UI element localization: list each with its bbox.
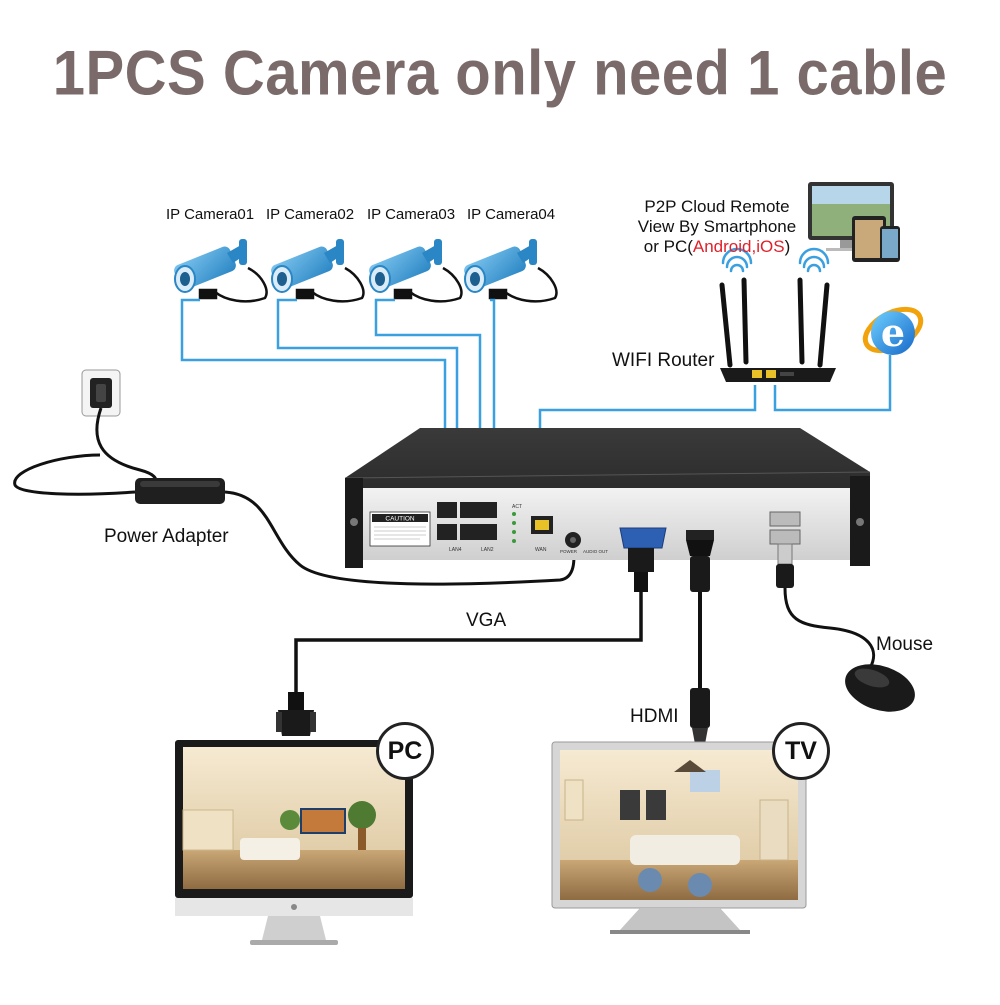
mouse-icon — [845, 664, 915, 712]
port-lan2-label: LAN2 — [481, 547, 494, 553]
port-audio-label: AUDIO OUT — [583, 549, 608, 554]
svg-text:e: e — [881, 310, 905, 355]
power-adapter-label: Power Adapter — [104, 526, 229, 547]
vga-connector-icon — [628, 548, 654, 592]
usb-connector-icon — [776, 543, 794, 588]
power-adapter-icon — [135, 478, 225, 504]
p2p-line-3-prefix: or PC( — [643, 237, 693, 256]
camera-label-3: IP Camera03 — [367, 206, 456, 223]
dc-power-cable — [224, 490, 576, 586]
lan-ports — [437, 502, 497, 540]
adapter-cord — [13, 453, 136, 496]
router-label: WIFI Router — [612, 350, 715, 371]
hdmi-plug-tv — [690, 688, 710, 744]
nvr-recorder: CAUTION LAN4 LAN2 ACT WAN POWER AUDIO OU… — [344, 428, 871, 568]
monitor-icon — [175, 740, 413, 945]
caution-label: CAUTION — [385, 516, 415, 523]
vga-plug-pc — [276, 692, 316, 736]
pc-badge: PC — [376, 722, 434, 780]
page-title: 1PCS Camera only need 1 cable — [52, 38, 948, 109]
p2p-line-3-highlight: Android,iOS — [692, 237, 785, 256]
camera-label-1: IP Camera01 — [166, 206, 255, 223]
ip-camera-icon — [369, 239, 442, 293]
p2p-line-1: P2P Cloud Remote — [644, 197, 790, 216]
camera-label-4: IP Camera04 — [467, 206, 556, 223]
port-lan4-label: LAN4 — [449, 547, 462, 553]
port-power-label: POWER — [560, 549, 578, 554]
p2p-line-2: View By Smartphone — [637, 217, 797, 236]
tv-badge: TV — [772, 722, 830, 780]
p2p-label: P2P Cloud Remote View By Smartphone or P… — [627, 197, 807, 257]
ip-camera-icon — [464, 239, 537, 293]
internet-explorer-icon: e — [862, 306, 924, 355]
tv-icon — [551, 741, 807, 934]
port-wan-label: WAN — [535, 547, 547, 553]
vga-cable — [294, 592, 643, 692]
act-label: ACT — [512, 504, 522, 510]
camera-pigtails — [198, 266, 558, 303]
camera-label-2: IP Camera02 — [266, 206, 355, 223]
vga-label: VGA — [466, 610, 507, 631]
hdmi-connector-icon — [686, 540, 714, 592]
ip-camera-icon — [174, 239, 247, 293]
mouse-label: Mouse — [876, 634, 934, 655]
hdmi-label: HDMI — [630, 706, 679, 727]
network-cables — [180, 298, 892, 500]
ip-camera-icon — [271, 239, 344, 293]
p2p-line-3-suffix: ) — [784, 237, 791, 256]
mouse-cable — [783, 587, 876, 669]
power-plug-icon — [81, 369, 121, 417]
remote-devices-icon — [808, 182, 900, 262]
router-icon — [719, 277, 836, 382]
wifi-signal-icon — [721, 247, 830, 273]
p2p-line-3: or PC(Android,iOS) — [627, 237, 807, 257]
